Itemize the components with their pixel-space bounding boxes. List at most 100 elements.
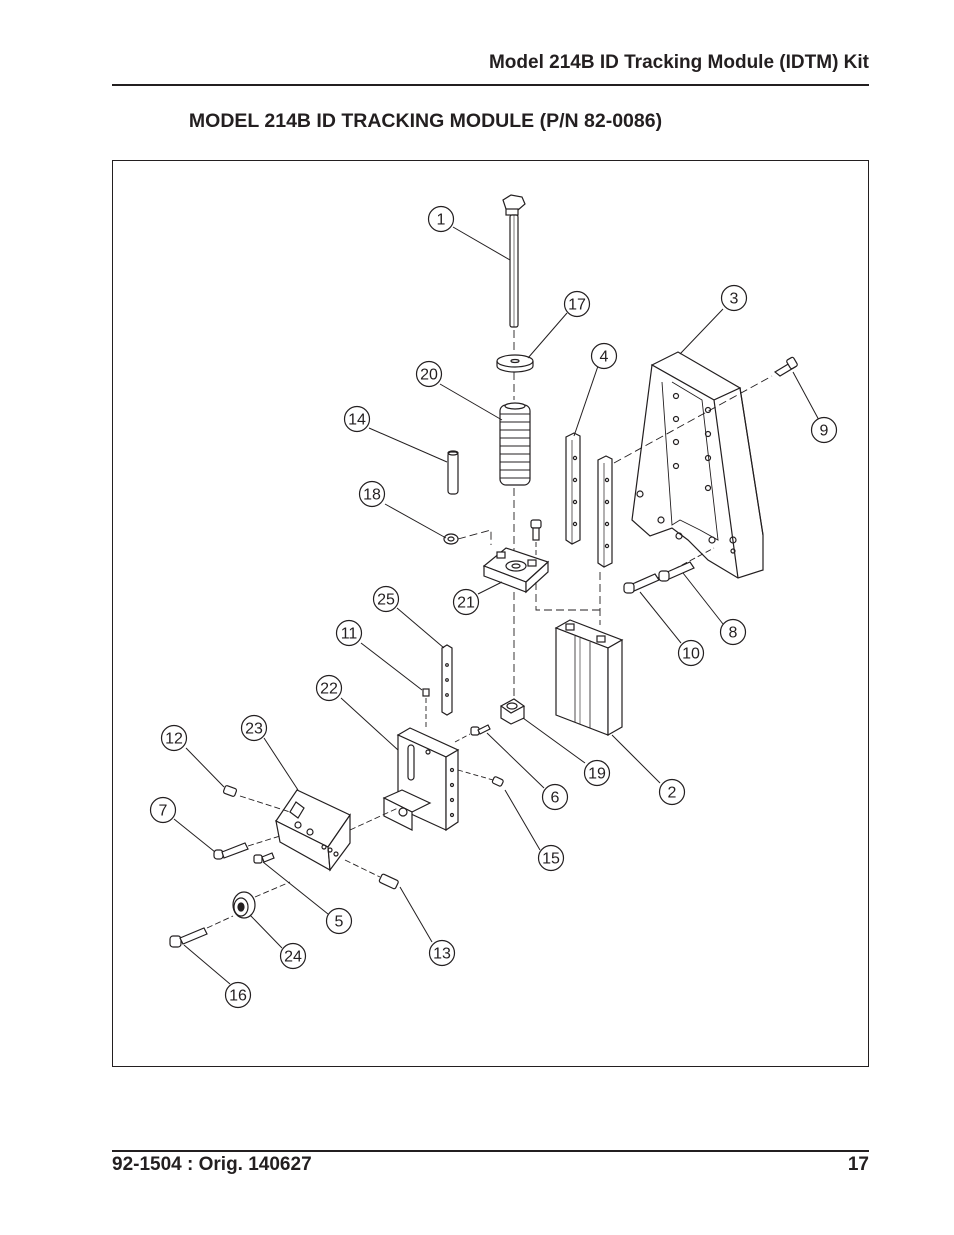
callout-label: 22 xyxy=(320,681,338,698)
part-pin-14 xyxy=(447,450,459,495)
part-screw-5 xyxy=(253,852,275,864)
page-title: MODEL 214B ID TRACKING MODULE (P/N 82-00… xyxy=(188,110,663,132)
part-roller xyxy=(232,891,256,919)
callout-label: 25 xyxy=(377,592,395,609)
callout-label: 3 xyxy=(730,291,739,308)
callout-label: 15 xyxy=(542,851,560,868)
callout-label: 7 xyxy=(159,803,168,820)
header-rule xyxy=(112,84,869,86)
callout-label: 10 xyxy=(682,646,700,663)
callout-circle xyxy=(537,844,565,872)
callout-4: 4 xyxy=(590,342,618,370)
footer-rule xyxy=(112,1150,869,1152)
callout-21: 21 xyxy=(452,588,480,616)
callout-circle xyxy=(720,284,748,312)
callout-16: 16 xyxy=(224,981,252,1009)
callout-circle xyxy=(563,290,591,318)
callout-8: 8 xyxy=(719,618,747,646)
callout-25: 25 xyxy=(372,585,400,613)
callout-circle xyxy=(358,480,386,508)
callout-circle xyxy=(240,714,268,742)
part-rails xyxy=(565,432,613,568)
callout-6: 6 xyxy=(541,783,569,811)
callout-1: 1 xyxy=(427,205,455,233)
callout-circle xyxy=(343,405,371,433)
callout-circle xyxy=(658,778,686,806)
part-pin-15 xyxy=(491,776,504,787)
callout-label: 17 xyxy=(568,297,586,314)
part-small-screw xyxy=(530,519,542,541)
part-extrusion xyxy=(554,619,624,737)
callout-circle xyxy=(372,585,400,613)
callout-17: 17 xyxy=(563,290,591,318)
callout-label: 11 xyxy=(341,626,358,643)
callout-circle xyxy=(160,724,188,752)
callout-label: 13 xyxy=(433,946,451,963)
callout-3: 3 xyxy=(720,284,748,312)
callout-circle xyxy=(279,942,307,970)
part-small-rail xyxy=(441,644,453,716)
part-washer xyxy=(496,354,534,373)
callout-5: 5 xyxy=(325,907,353,935)
callout-label: 6 xyxy=(551,790,560,807)
callout-label: 14 xyxy=(348,412,366,429)
callout-circle xyxy=(325,907,353,935)
callout-label: 18 xyxy=(363,487,381,504)
callout-label: 21 xyxy=(457,595,475,612)
callout-19: 19 xyxy=(583,759,611,787)
callout-15: 15 xyxy=(537,844,565,872)
callout-12: 12 xyxy=(160,724,188,752)
callout-circle xyxy=(335,619,363,647)
callout-group: 1234567891011121314151617181920212223242… xyxy=(149,205,838,1009)
callout-24: 24 xyxy=(279,942,307,970)
callout-circle xyxy=(590,342,618,370)
callout-label: 20 xyxy=(420,367,438,384)
callout-label: 24 xyxy=(284,949,302,966)
callout-circle xyxy=(719,618,747,646)
callout-9: 9 xyxy=(810,416,838,444)
callout-label: 8 xyxy=(729,625,738,642)
callout-label: 16 xyxy=(229,988,247,1005)
part-bolt-long xyxy=(502,194,526,328)
callout-22: 22 xyxy=(315,674,343,702)
callout-label: 19 xyxy=(588,766,606,783)
callout-23: 23 xyxy=(240,714,268,742)
part-spring xyxy=(499,402,531,486)
part-bolt-16 xyxy=(169,927,208,948)
part-screw-6 xyxy=(470,724,491,736)
part-slide-bracket xyxy=(382,727,460,832)
part-pin-12 xyxy=(222,785,238,797)
callout-10: 10 xyxy=(677,639,705,667)
callout-14: 14 xyxy=(343,405,371,433)
callout-13: 13 xyxy=(428,939,456,967)
running-header: Model 214B ID Tracking Module (IDTM) Kit xyxy=(488,52,869,73)
callout-18: 18 xyxy=(358,480,386,508)
part-pin-13 xyxy=(378,873,399,890)
part-block-21 xyxy=(482,547,550,594)
callout-label: 1 xyxy=(437,212,446,229)
part-screw-11 xyxy=(422,688,430,697)
callout-label: 9 xyxy=(820,423,829,440)
part-nut-18 xyxy=(443,533,459,545)
callout-circle xyxy=(810,416,838,444)
callout-circle xyxy=(224,981,252,1009)
callout-circle xyxy=(583,759,611,787)
callout-circle xyxy=(677,639,705,667)
callout-label: 23 xyxy=(245,721,263,738)
part-screw-8 xyxy=(658,561,695,582)
document-number: 92-1504 : Orig. 140627 xyxy=(112,1154,312,1175)
callout-2: 2 xyxy=(658,778,686,806)
callout-11: 11 xyxy=(335,619,363,647)
page-number: 17 xyxy=(847,1154,869,1175)
callout-circle xyxy=(541,783,569,811)
callout-circle xyxy=(315,674,343,702)
part-screw-9 xyxy=(773,356,798,377)
part-screw-10 xyxy=(623,573,660,594)
callout-7: 7 xyxy=(149,796,177,824)
part-bushing xyxy=(499,698,526,725)
callout-label: 2 xyxy=(668,785,677,802)
part-screw-7 xyxy=(213,842,249,860)
callout-20: 20 xyxy=(415,360,443,388)
leader-lines xyxy=(173,226,821,985)
